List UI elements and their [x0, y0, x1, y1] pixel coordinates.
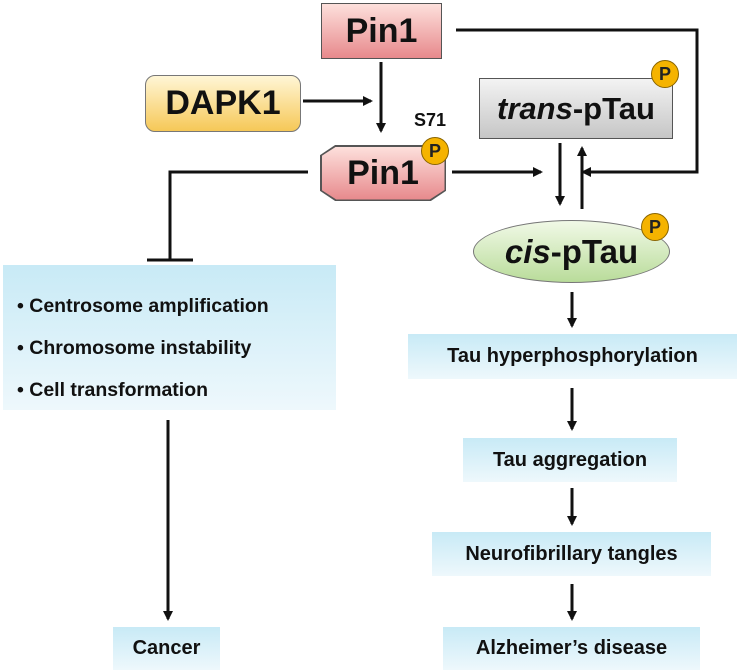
- outcome-item: • Cell transformation: [17, 379, 209, 401]
- trans-ptau-node: trans-pTau: [479, 78, 673, 139]
- ad-label: Alzheimer’s disease: [475, 637, 668, 659]
- trans-suffix: -pTau: [572, 90, 655, 126]
- phospho-pin1-label: Pin1: [347, 153, 419, 192]
- phospho-badge-pin1: P: [421, 137, 449, 165]
- neurofibrillary-tangles-node: Neurofibrillary tangles: [432, 532, 711, 576]
- tau-agg-label: Tau aggregation: [492, 448, 648, 471]
- s71-site-label: S71: [414, 110, 447, 130]
- phospho-badge-cis: P: [641, 213, 669, 241]
- alzheimers-disease-node: Alzheimer’s disease: [443, 627, 700, 670]
- dapk1-label: DAPK1: [165, 84, 281, 122]
- cancer-label: Cancer: [132, 637, 201, 659]
- cis-ptau-node: cis-pTau: [473, 220, 670, 283]
- cancer-outcomes-box: • Centrosome amplification • Chromosome …: [3, 265, 336, 410]
- pin1-node: Pin1: [321, 3, 442, 59]
- arrow-pin1-to-switch: [456, 28, 699, 177]
- tau-hyper-label: Tau hyperphosphorylation: [447, 345, 698, 367]
- trans-prefix: trans: [497, 90, 573, 126]
- cancer-node: Cancer: [113, 627, 220, 670]
- phospho-badge-trans: P: [651, 60, 679, 88]
- tau-hyperphosphorylation-node: Tau hyperphosphorylation: [408, 334, 737, 379]
- cis-suffix: -pTau: [550, 232, 639, 270]
- pin1-label: Pin1: [345, 11, 418, 50]
- dapk1-node: DAPK1: [145, 75, 301, 132]
- nft-label: Neurofibrillary tangles: [465, 542, 678, 565]
- cis-prefix: cis: [504, 232, 551, 270]
- outcome-item: • Centrosome amplification: [17, 295, 269, 317]
- tau-aggregation-node: Tau aggregation: [463, 438, 677, 482]
- outcome-item: • Chromosome instability: [17, 337, 252, 359]
- inhibition-connector: [168, 170, 308, 260]
